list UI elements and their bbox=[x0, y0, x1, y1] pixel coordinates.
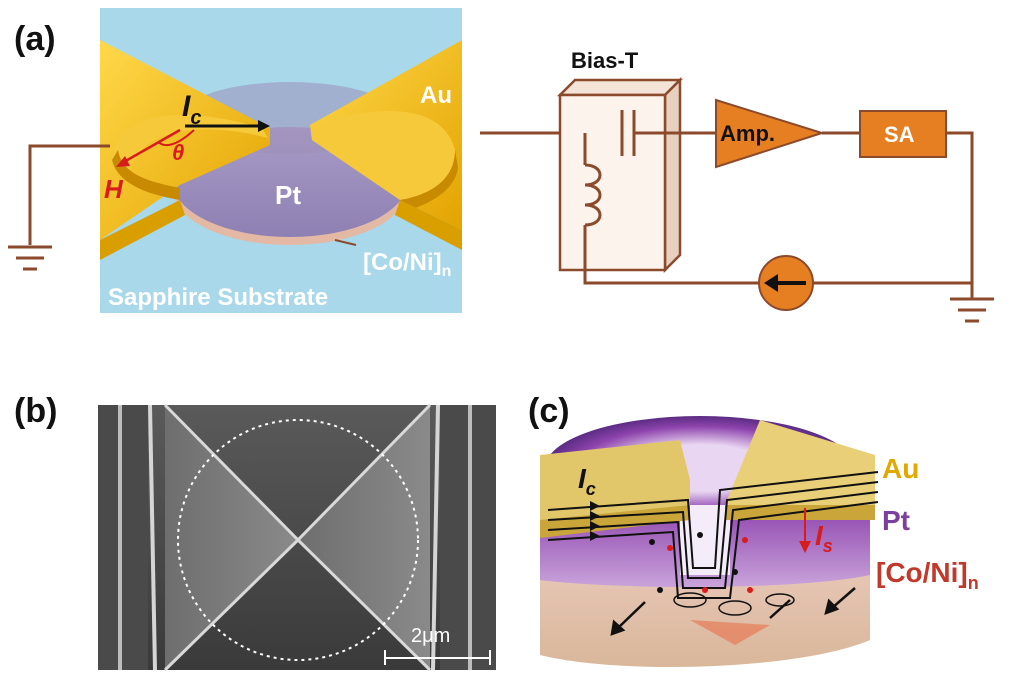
ground-symbol-right bbox=[950, 297, 994, 323]
ic-label-c: Ic bbox=[578, 463, 596, 499]
h-arrow-line bbox=[121, 128, 181, 165]
panel-c: (c) bbox=[528, 392, 979, 667]
pt-label: Pt bbox=[275, 180, 301, 210]
au-disk-left-edge bbox=[112, 150, 180, 200]
panel-b-tag: (b) bbox=[14, 392, 57, 430]
is-label: Is bbox=[815, 520, 833, 556]
scale-bar-label: 2μm bbox=[411, 625, 450, 647]
sem-edge-3 bbox=[431, 404, 440, 671]
precession-cones bbox=[673, 592, 795, 616]
h-arrow-head bbox=[116, 156, 130, 167]
au-electrode-left-side bbox=[100, 200, 185, 260]
au-electrode-right-side bbox=[395, 200, 462, 250]
panel-c-tag: (c) bbox=[528, 392, 570, 430]
theta-arc bbox=[157, 129, 195, 146]
current-source-arrow-head bbox=[764, 274, 778, 292]
sem-edge-2 bbox=[148, 404, 157, 671]
ic-arrow-head bbox=[258, 120, 270, 132]
sem-left-band bbox=[98, 405, 148, 670]
conin-pointer bbox=[334, 239, 357, 246]
amp-label: Amp. bbox=[720, 121, 775, 146]
au-label: Au bbox=[420, 82, 452, 109]
panel-a: (a) Ic θ H Au Pt [Co/Ni]n Sapphire Subst bbox=[8, 8, 994, 323]
theta-label: θ bbox=[172, 140, 184, 165]
pt-label-c: Pt bbox=[882, 505, 910, 536]
sem-dotted-circle bbox=[177, 419, 419, 661]
ground-symbol-left bbox=[8, 245, 52, 271]
au-disk-right-top bbox=[310, 111, 455, 200]
current-arrowheads bbox=[590, 501, 600, 541]
ground-wire-left bbox=[28, 144, 110, 245]
current-lines bbox=[547, 471, 879, 599]
dc-return-wire bbox=[583, 225, 760, 285]
panel-b: (b) 2μm bbox=[14, 392, 496, 672]
sa-label: SA bbox=[884, 122, 915, 147]
scale-bar bbox=[384, 650, 491, 665]
au-wedge-right bbox=[725, 420, 875, 505]
inductor-coil bbox=[584, 163, 602, 227]
substrate-block bbox=[540, 560, 870, 667]
magnetization-arrows bbox=[610, 587, 856, 636]
ic-label: Ic bbox=[182, 90, 201, 129]
panel-a-tag: (a) bbox=[14, 20, 56, 58]
conin-label-c: [Co/Ni]n bbox=[876, 557, 979, 593]
spin-markers bbox=[649, 532, 753, 593]
return-wire-right bbox=[812, 131, 974, 285]
bias-t-label: Bias-T bbox=[571, 48, 639, 73]
spectrum-analyzer bbox=[859, 110, 947, 158]
sem-right-triangle-edge bbox=[295, 403, 432, 672]
conin-label: [Co/Ni]n bbox=[363, 249, 451, 280]
substrate-label: Sapphire Substrate bbox=[108, 284, 328, 311]
sem-left-triangle bbox=[165, 405, 298, 670]
au-label-c: Au bbox=[882, 453, 919, 484]
excited-region bbox=[690, 620, 770, 645]
bias-t-box bbox=[556, 76, 684, 274]
au-wedge-left bbox=[540, 440, 690, 522]
h-label: H bbox=[104, 174, 124, 204]
au-disk-left-top bbox=[112, 114, 268, 170]
is-arrow-head bbox=[799, 541, 811, 553]
amplifier bbox=[715, 98, 826, 169]
